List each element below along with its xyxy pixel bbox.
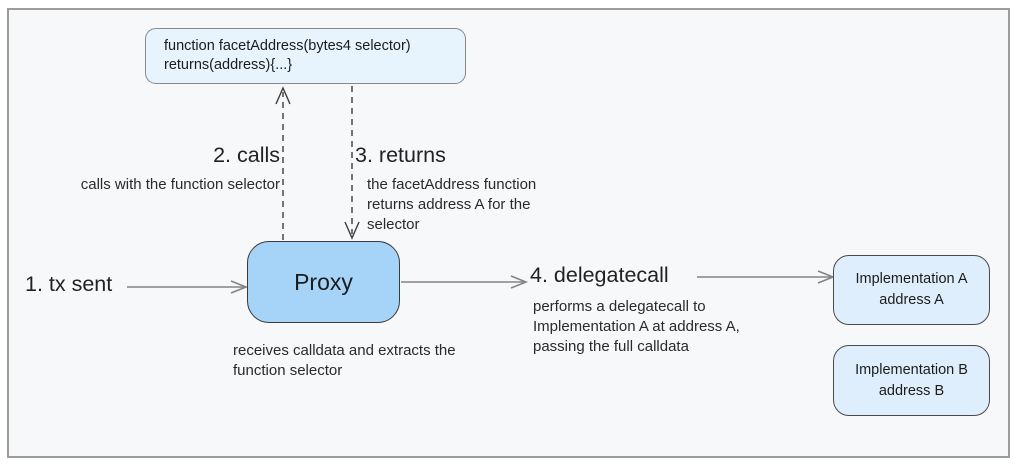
implementation-a-name: Implementation A bbox=[855, 271, 968, 287]
step1-tx-sent-label: 1. tx sent bbox=[25, 272, 113, 296]
proxy-label: Proxy bbox=[294, 268, 353, 295]
implementation-b-name: Implementation B bbox=[855, 361, 968, 378]
step4-description-line1: performs a delegatecall to bbox=[533, 298, 706, 315]
step3-description-line1: the facetAddress function bbox=[367, 176, 537, 193]
implementation-b-address: address B bbox=[878, 382, 945, 399]
step3-returns-label: 3. returns bbox=[355, 143, 446, 167]
facet-address-function-box: function facetAddress(bytes4 selector) r… bbox=[145, 28, 466, 84]
implementation-b-box: Implementation B address B bbox=[833, 345, 990, 416]
step4-description-line3: passing the full calldata bbox=[533, 338, 689, 355]
proxy-description-line1: receives calldata and extracts the bbox=[233, 342, 456, 359]
implementation-a-address: address A bbox=[879, 292, 944, 308]
step3-description-line2: returns address A for the bbox=[367, 196, 531, 213]
facet-function-signature-line2: returns(address){...} bbox=[164, 57, 293, 73]
implementation-a-box: Implementation A address A bbox=[833, 255, 990, 325]
proxy-description-line2: function selector bbox=[233, 362, 343, 379]
step4-description-line2: Implementation A at address A, bbox=[533, 318, 740, 335]
step2-calls-label: 2. calls bbox=[213, 143, 280, 167]
facet-function-signature-line1: function facetAddress(bytes4 selector) bbox=[164, 38, 411, 54]
step2-calls-description: calls with the function selector bbox=[80, 176, 280, 193]
proxy-box: Proxy bbox=[247, 241, 400, 323]
step4-delegatecall-description: performs a delegatecall to Implementatio… bbox=[533, 297, 740, 357]
step3-description-line3: selector bbox=[367, 216, 420, 233]
step3-returns-description: the facetAddress function returns addres… bbox=[367, 175, 536, 235]
step4-delegatecall-label: 4. delegatecall bbox=[530, 263, 669, 287]
proxy-description: receives calldata and extracts the funct… bbox=[233, 341, 456, 381]
